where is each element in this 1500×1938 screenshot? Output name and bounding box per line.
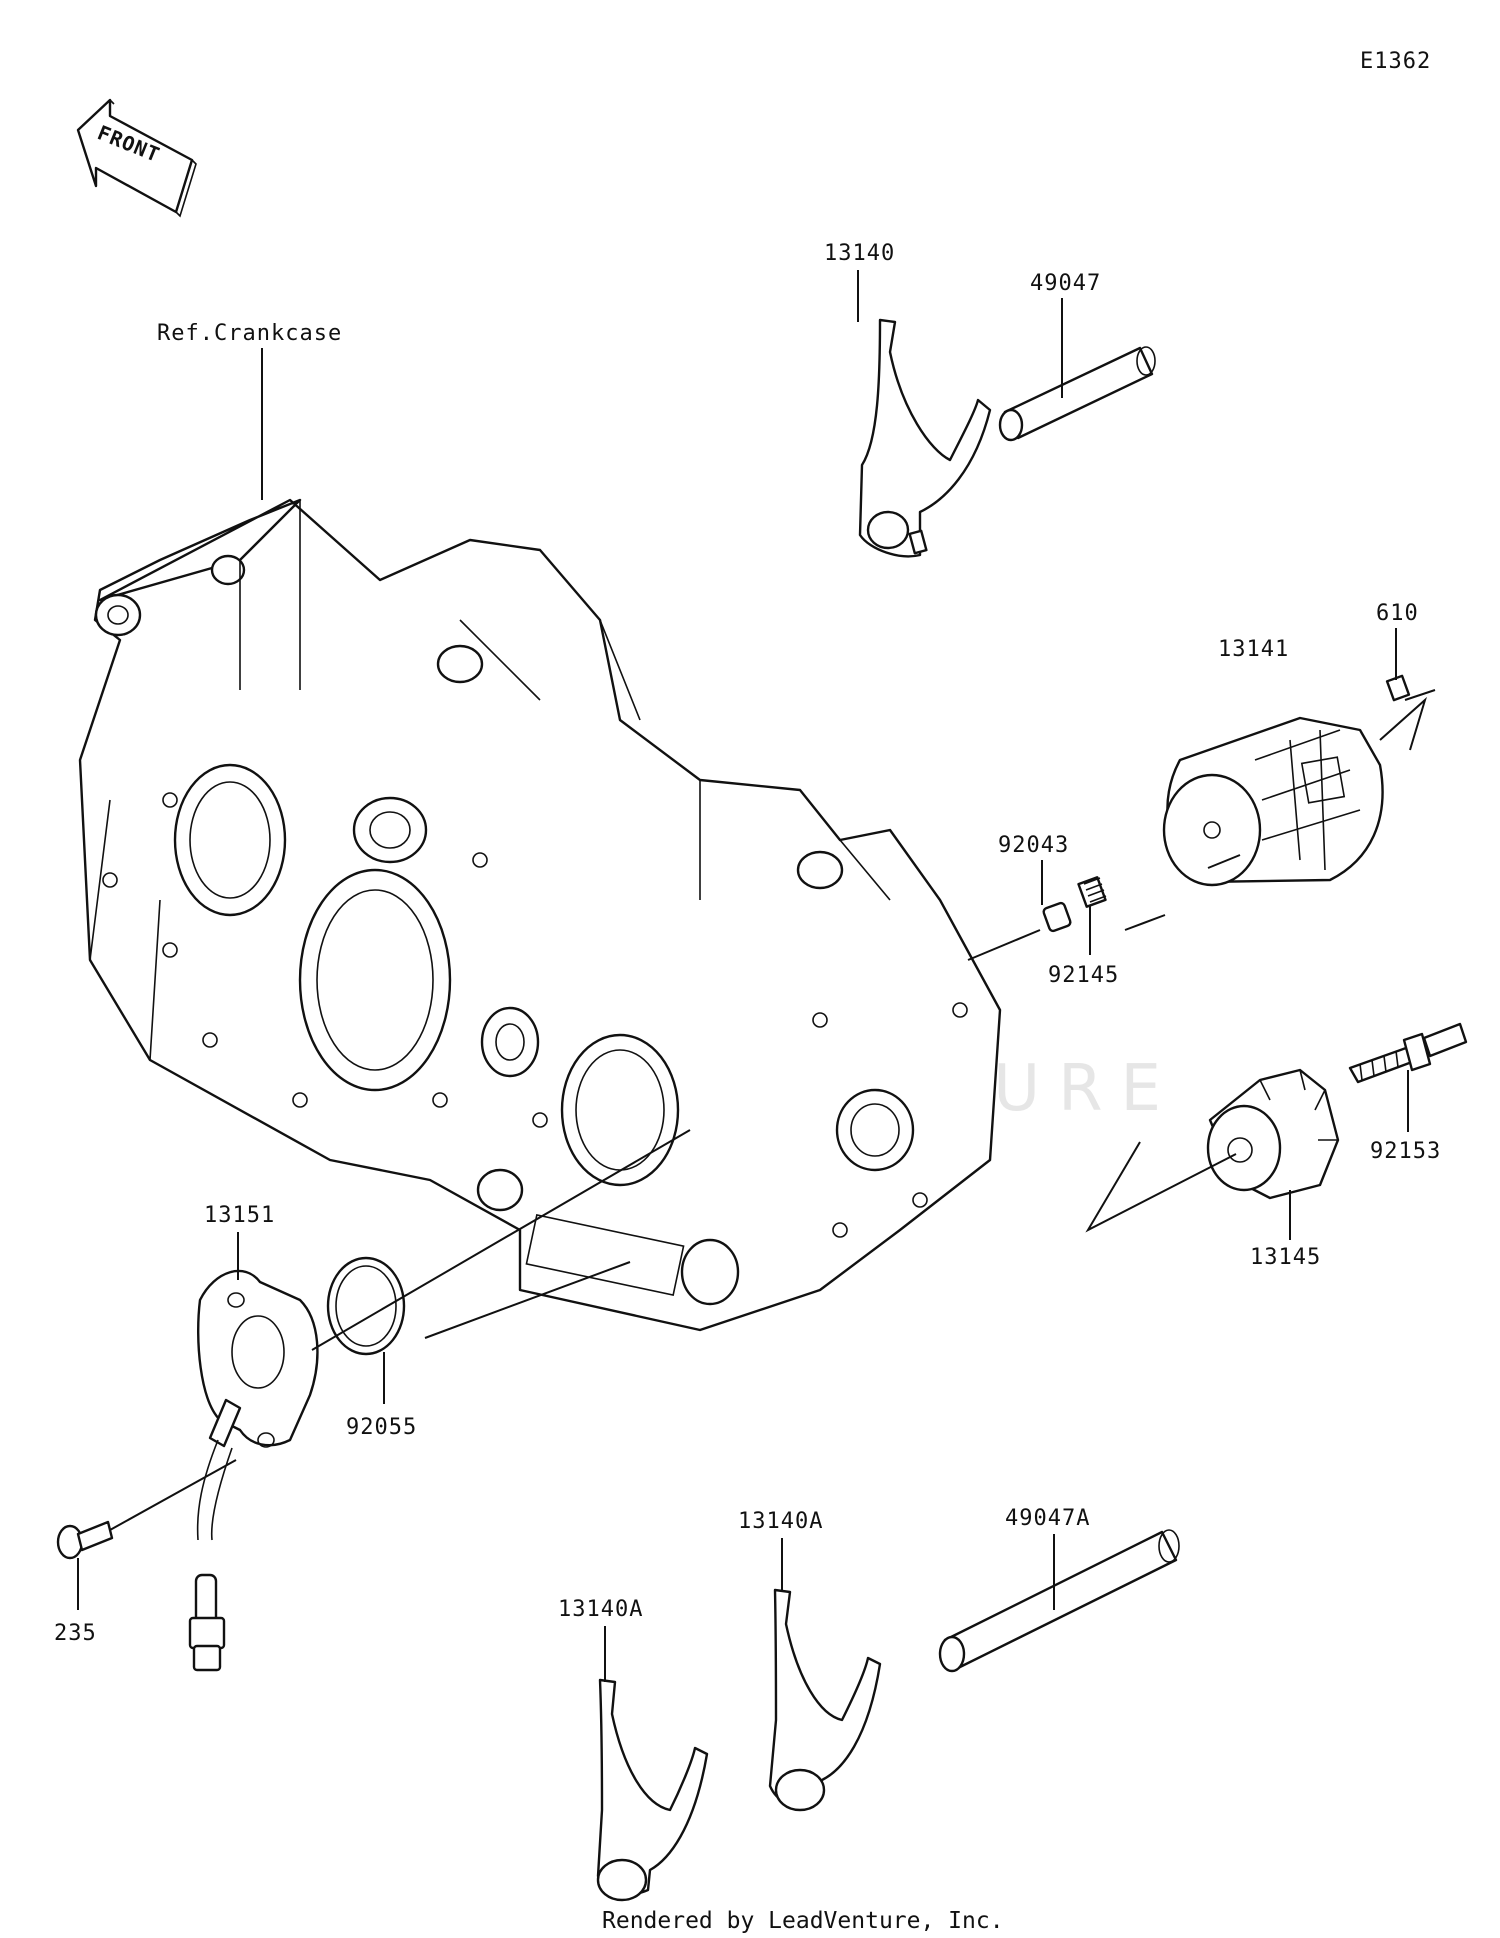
sensor-axis-line [311, 1129, 691, 1351]
pin-axis-line [1404, 689, 1436, 701]
label-92055: 92055 [346, 1415, 417, 1440]
label-49047: 49047 [1030, 271, 1101, 296]
shaft-49047 [998, 346, 1156, 442]
drum-axis-line [1124, 914, 1166, 931]
shift-fork-13140a-upper [768, 1588, 882, 1812]
label-13140a-lower: 13140A [558, 1597, 643, 1622]
sensor-13151 [188, 1269, 319, 1672]
pin-guide-line [1379, 696, 1427, 751]
shift-fork-13140 [858, 318, 992, 558]
label-610: 610 [1376, 601, 1419, 626]
label-92043: 92043 [998, 833, 1069, 858]
crankcase-illustration [78, 498, 1002, 1332]
label-13140: 13140 [824, 241, 895, 266]
front-arrow-icon: FRONT [76, 98, 197, 218]
label-92145: 92145 [1048, 963, 1119, 988]
pin-610 [1385, 674, 1411, 702]
o-ring-92055 [326, 1256, 406, 1356]
drum-axis-line-2 [1207, 854, 1241, 869]
footer-credit: Rendered by LeadVenture, Inc. [602, 1908, 1004, 1934]
screw-235 [56, 1520, 114, 1560]
cam-guide-line [1085, 1141, 1237, 1233]
label-13151: 13151 [204, 1203, 275, 1228]
shift-fork-13140a-lower [596, 1678, 709, 1902]
label-92153: 92153 [1370, 1139, 1441, 1164]
label-13141: 13141 [1218, 637, 1289, 662]
label-49047a: 49047A [1005, 1506, 1090, 1531]
shift-drum-13141 [1162, 716, 1384, 887]
diagram-id: E1362 [1360, 49, 1431, 74]
ref-crankcase-label: Ref.Crankcase [157, 321, 342, 346]
bolt-92153 [1348, 1022, 1468, 1084]
drum-cam-13145 [1206, 1068, 1340, 1200]
pin-92043-axis [967, 929, 1041, 961]
label-235: 235 [54, 1621, 97, 1646]
sensor-axis-line-2 [424, 1261, 631, 1339]
label-13145: 13145 [1250, 1245, 1321, 1270]
screw-axis-line [109, 1459, 237, 1531]
pin-92043 [1042, 901, 1072, 933]
shaft-49047a [938, 1529, 1180, 1673]
label-13140a-upper: 13140A [738, 1509, 823, 1534]
spring-92145 [1077, 876, 1107, 908]
